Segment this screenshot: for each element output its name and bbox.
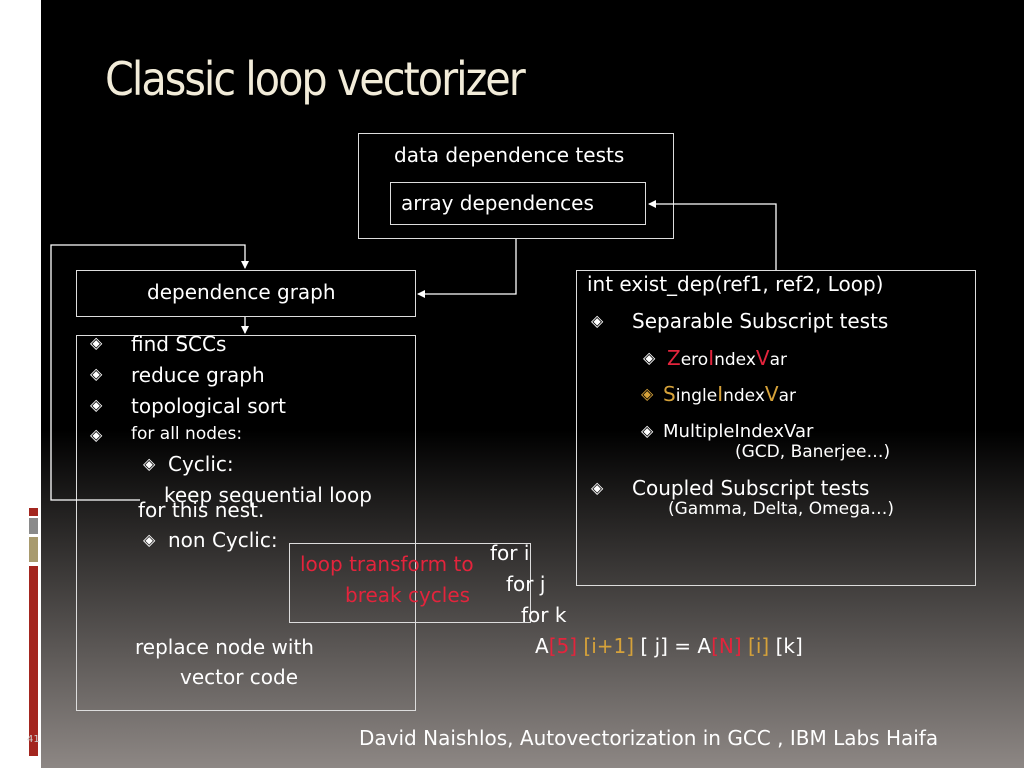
- list-item-topological-sort: topological sort: [131, 394, 286, 418]
- code-for-i: for i: [490, 541, 530, 565]
- bullet-icon: ◈: [90, 333, 103, 352]
- exist-dep-box: [576, 270, 976, 586]
- accent-bar-tan: [29, 537, 38, 562]
- zero-ero: ero: [680, 350, 709, 370]
- code-idx-n: [N]: [711, 634, 742, 658]
- dependence-graph-label: dependence graph: [147, 280, 336, 304]
- bullet-icon: ◈: [90, 425, 103, 444]
- arrow-to-dependence-graph: [417, 239, 517, 298]
- bullet-icon: ◈: [641, 384, 654, 403]
- code-eq: =: [674, 634, 692, 658]
- bullet-icon: ◈: [641, 421, 654, 440]
- accent-bar-red-top: [29, 508, 38, 516]
- loop-transform-box: [289, 543, 531, 623]
- dependence-graph-box: [76, 270, 416, 317]
- page-number: 41: [27, 734, 40, 745]
- single-s: S: [663, 382, 676, 406]
- bullet-icon: ◈: [143, 454, 156, 473]
- list-item-find-sccs: find SCCs: [131, 332, 227, 356]
- data-dependence-tests-box: [358, 133, 674, 239]
- code-for-j: for j: [506, 572, 546, 596]
- array-dependences-label: array dependences: [401, 191, 594, 215]
- gamma-delta-omega: (Gamma, Delta, Omega…): [668, 499, 894, 519]
- zero-index-var: ZeroIndexVar: [667, 346, 787, 370]
- list-item-reduce-graph: reduce graph: [131, 363, 265, 387]
- accent-bar-gray: [29, 518, 38, 534]
- gcd-banerjee: (GCD, Banerjee…): [735, 442, 891, 462]
- single-i: I: [717, 382, 724, 406]
- accent-bar-red: [29, 566, 38, 756]
- slide-footer: David Naishlos, Autovectorization in GCC…: [359, 726, 939, 750]
- zero-z: Z: [667, 346, 681, 370]
- bullet-icon: ◈: [90, 364, 103, 383]
- bullet-icon: ◈: [591, 478, 604, 497]
- single-ingle: ingle: [675, 386, 718, 406]
- cyclic-label: Cyclic:: [168, 452, 234, 476]
- code-for-k: for k: [521, 603, 567, 627]
- code-idx-j: [ j]: [640, 634, 668, 658]
- bullet-icon: ◈: [90, 395, 103, 414]
- bullet-icon: ◈: [143, 530, 156, 549]
- single-v: V: [764, 382, 779, 406]
- code-a2: A: [697, 634, 712, 658]
- keep-sequential-loop: keep sequential loop: [164, 483, 372, 507]
- replace-node-line1: replace node with: [135, 635, 314, 659]
- replace-node-line2: vector code: [180, 665, 299, 689]
- data-dependence-tests-label: data dependence tests: [394, 143, 625, 167]
- code-idx-i-plus-1: [i+1]: [583, 634, 635, 658]
- code-idx-i: [i]: [748, 634, 770, 658]
- coupled-subscript-tests: Coupled Subscript tests: [632, 476, 870, 500]
- for-this-nest: for this nest.: [138, 498, 265, 522]
- arrow-to-array-dependences: [648, 200, 777, 270]
- bullet-icon: ◈: [591, 311, 604, 330]
- code-idx-5: [5]: [548, 634, 578, 658]
- separable-subscript-tests: Separable Subscript tests: [632, 309, 889, 333]
- non-cyclic-label: non Cyclic:: [168, 528, 278, 552]
- array-dependences-box: [390, 182, 646, 225]
- zero-ar: ar: [769, 350, 787, 370]
- list-item-for-all-nodes: for all nodes:: [131, 424, 243, 444]
- code-a1: A: [535, 634, 549, 658]
- arrow-feedback-loop: [50, 244, 249, 501]
- zero-i: I: [708, 346, 715, 370]
- bullet-icon: ◈: [643, 348, 656, 367]
- loop-transform-line1: loop transform to: [300, 552, 474, 576]
- graph-algorithm-box: [76, 335, 416, 711]
- loop-transform-line2: break cycles: [345, 583, 471, 607]
- slide-title: Classic loop vectorizer: [105, 52, 526, 106]
- single-ndex: ndex: [723, 386, 765, 406]
- code-statement: A[5] [i+1] [ j] = A[N] [i] [k]: [535, 634, 803, 658]
- code-idx-k: [k]: [775, 634, 803, 658]
- zero-v: V: [755, 346, 770, 370]
- multiple-index-var: MultipleIndexVar: [663, 421, 814, 442]
- exist-dep-signature: int exist_dep(ref1, ref2, Loop): [587, 272, 884, 296]
- single-index-var: SingleIndexVar: [663, 382, 796, 406]
- single-ar: ar: [778, 386, 796, 406]
- zero-ndex: ndex: [714, 350, 756, 370]
